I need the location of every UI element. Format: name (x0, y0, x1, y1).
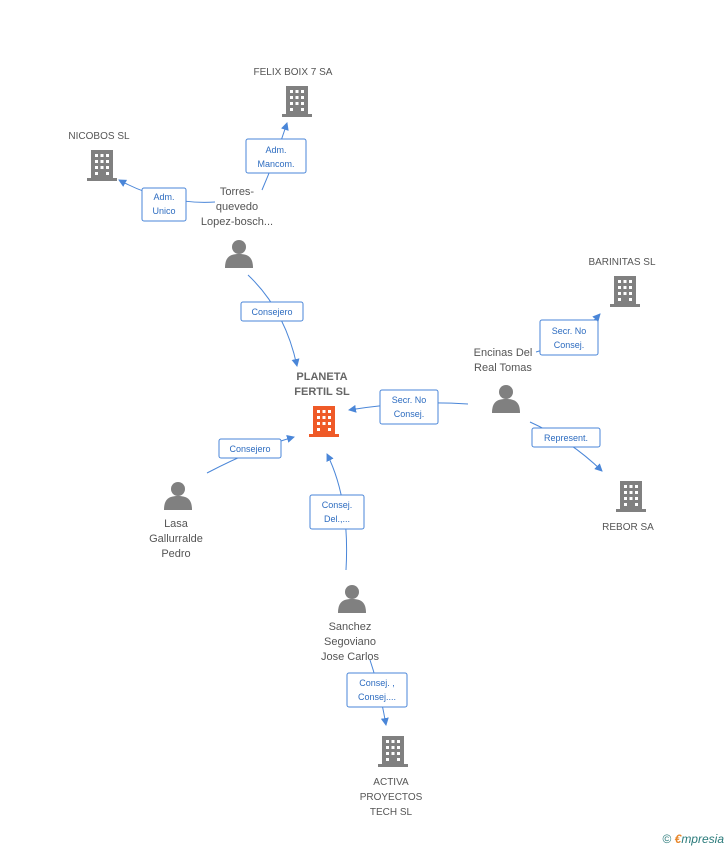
node-activa[interactable]: ACTIVA PROYECTOS TECH SL (360, 736, 423, 818)
edge-label-line: Consejero (251, 307, 292, 317)
node-label: Real Tomas (474, 362, 532, 374)
building-icon (309, 406, 339, 437)
edge-labels: Adm. Mancom. Adm. Unico Consejero Secr. … (141, 138, 601, 708)
node-label: Gallurralde (149, 533, 203, 545)
node-label: Encinas Del (474, 347, 533, 359)
edge-label-line: Consej.... (358, 692, 396, 702)
node-label: TECH SL (370, 807, 413, 818)
node-label: FELIX BOIX 7 SA (254, 67, 333, 78)
node-label: REBOR SA (602, 522, 654, 533)
edge-label-torres-nicobos[interactable]: Adm. Unico (141, 187, 187, 222)
copyright-icon: © (662, 832, 672, 846)
node-label: PROYECTOS (360, 792, 423, 803)
edge-label-lasa-planeta[interactable]: Consejero (218, 438, 282, 459)
node-label: PLANETA (296, 371, 347, 383)
edge-label-torres-planeta[interactable]: Consejero (240, 301, 304, 322)
edge-label-encinas-barinitas[interactable]: Secr. No Consej. (539, 319, 599, 356)
node-label: BARINITAS SL (588, 257, 655, 268)
node-label: Pedro (161, 548, 190, 560)
node-label: Lopez-bosch... (201, 216, 273, 228)
edge-label-line: Consej. , (359, 678, 395, 688)
person-icon (225, 240, 253, 268)
node-nicobos[interactable]: NICOBOS SL (68, 131, 130, 181)
node-label: Segoviano (324, 636, 376, 648)
person-icon (492, 385, 520, 413)
node-barinitas[interactable]: BARINITAS SL (588, 257, 656, 307)
node-label: NICOBOS SL (68, 131, 130, 142)
edge-label-line: Adm. (265, 145, 286, 155)
edge-label-line: Secr. No (552, 326, 587, 336)
brand-footer[interactable]: © €mpresia (662, 832, 724, 846)
edge-label-line: Adm. (153, 192, 174, 202)
edge-label-line: Unico (152, 206, 175, 216)
edge-label-line: Del.,... (324, 514, 350, 524)
person-icon (164, 482, 192, 510)
node-label: Torres- (220, 186, 255, 198)
building-icon (282, 86, 312, 117)
node-label: Sanchez (329, 621, 372, 633)
edge-label-line: Consejero (229, 444, 270, 454)
node-label: Jose Carlos (321, 651, 380, 663)
node-label: Lasa (164, 518, 189, 530)
node-lasa[interactable]: Lasa Gallurralde Pedro (149, 482, 203, 560)
edge-label-encinas-rebor[interactable]: Represent. (531, 427, 601, 448)
edge-label-line: Represent. (544, 433, 588, 443)
edge-label-sanchez-planeta[interactable]: Consej. Del.,... (309, 494, 365, 530)
edge-label-line: Mancom. (257, 159, 294, 169)
brand-name: mpresia (681, 832, 724, 846)
edge-label-line: Consej. (394, 409, 425, 419)
person-icon (338, 585, 366, 613)
building-icon (378, 736, 408, 767)
node-label: ACTIVA (373, 777, 409, 788)
node-label: FERTIL SL (294, 386, 350, 398)
node-felix-boix[interactable]: FELIX BOIX 7 SA (254, 67, 333, 117)
node-label: quevedo (216, 201, 258, 213)
building-icon (610, 276, 640, 307)
building-icon (87, 150, 117, 181)
edges (118, 122, 603, 726)
edge-label-line: Consej. (554, 340, 585, 350)
edge-label-line: Consej. (322, 500, 353, 510)
node-sanchez[interactable]: Sanchez Segoviano Jose Carlos (321, 585, 380, 663)
node-torres[interactable]: Torres- quevedo Lopez-bosch... (201, 186, 273, 268)
edge-label-encinas-planeta[interactable]: Secr. No Consej. (379, 389, 439, 425)
node-encinas[interactable]: Encinas Del Real Tomas (474, 347, 533, 413)
node-rebor[interactable]: REBOR SA (602, 481, 654, 533)
edge-label-sanchez-activa[interactable]: Consej. , Consej.... (346, 672, 408, 708)
edge-label-line: Secr. No (392, 395, 427, 405)
building-icon (616, 481, 646, 512)
brand-logo-mark: € (674, 832, 682, 846)
edge-label-torres-felix[interactable]: Adm. Mancom. (245, 138, 307, 174)
node-planeta-fertil[interactable]: PLANETA FERTIL SL (294, 371, 350, 437)
